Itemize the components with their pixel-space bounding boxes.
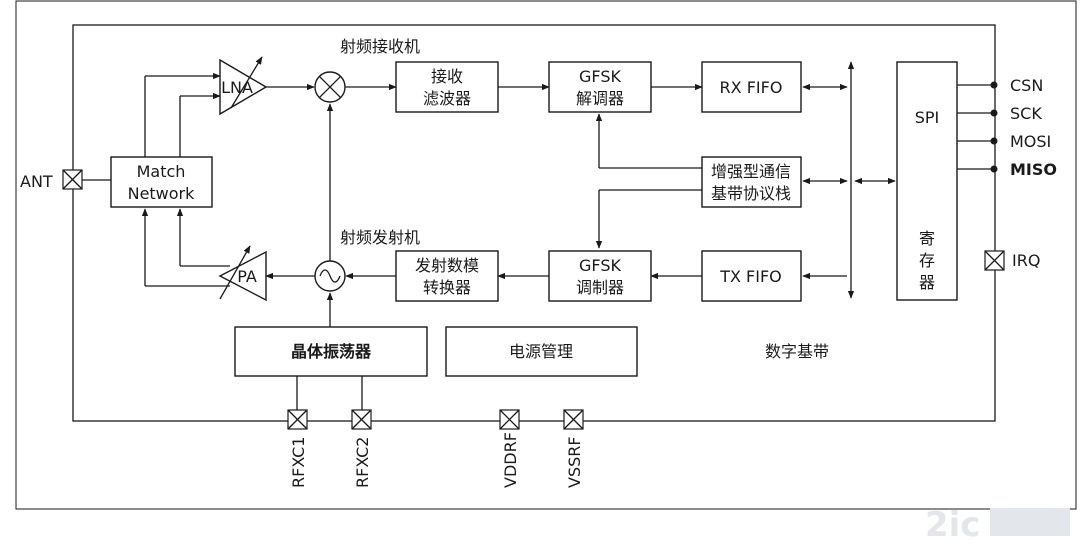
- miso-pin-label: MISO: [1010, 160, 1057, 179]
- gfsk-modulator-block: [548, 250, 652, 302]
- mixer-icon: [314, 71, 346, 103]
- power-management-block: [445, 326, 638, 377]
- lna-gain-arrow-icon: [230, 56, 263, 109]
- pa-amplifier-icon: [218, 250, 267, 302]
- tx-section-title: 射频发射机: [340, 228, 420, 247]
- rx-filter-line2: 滤波器: [423, 89, 471, 108]
- rx-filter-line1: 接收: [431, 67, 463, 86]
- gfsk-demodulator-block: [548, 61, 652, 113]
- ant-pin-icon: [62, 169, 83, 190]
- tx-fifo-label: TX FIFO: [719, 267, 782, 286]
- crystal-oscillator-label: 晶体振荡器: [291, 342, 372, 361]
- match-network-block: [110, 156, 213, 208]
- sck-pin-label: SCK: [1010, 104, 1042, 123]
- spi-register-block: [896, 61, 958, 301]
- lna-amplifier-icon: [219, 58, 268, 116]
- match-network-line1: Match: [137, 162, 186, 181]
- lna-label: LNA: [221, 78, 253, 97]
- vddrf-pin-icon: [499, 409, 520, 430]
- oscillator-icon: [314, 260, 346, 292]
- stack-line2: 基带协议栈: [711, 184, 791, 203]
- rfxc1-pin-label: RFXC1: [289, 437, 308, 488]
- pa-gain-arrow-icon: [219, 245, 251, 300]
- register-char-3: 器: [919, 273, 935, 292]
- ant-label: ANT: [20, 172, 53, 191]
- match-network-line2: Network: [128, 184, 196, 203]
- stack-line1: 增强型通信: [711, 162, 791, 181]
- register-char-2: 存: [919, 251, 935, 270]
- csn-pin-label: CSN: [1010, 76, 1043, 95]
- irq-pin-label: IRQ: [1012, 251, 1040, 270]
- csn-pin-dot: [990, 81, 998, 89]
- rx-fifo-block: [701, 61, 802, 113]
- power-management-label: 电源管理: [509, 342, 573, 361]
- dac-line1: 发射数模: [415, 256, 479, 275]
- chip-boundary: [72, 24, 996, 422]
- mod-line2: 调制器: [576, 278, 624, 297]
- dac-line2: 转换器: [423, 278, 471, 297]
- rx-section-title: 射频接收机: [340, 37, 420, 56]
- vssrf-pin-label: VSSRF: [565, 436, 584, 488]
- sck-pin-dot: [990, 109, 998, 117]
- image-border: [15, 0, 1077, 510]
- rfxc1-pin-icon: [287, 409, 308, 430]
- mosi-pin-dot: [990, 137, 998, 145]
- irq-pin-icon: [984, 250, 1005, 271]
- digital-baseband-label: 数字基带: [765, 342, 829, 361]
- demod-line1: GFSK: [579, 67, 621, 86]
- pa-label: PA: [237, 267, 257, 286]
- vddrf-pin-label: VDDRF: [501, 432, 520, 488]
- mosi-pin-label: MOSI: [1010, 132, 1051, 151]
- watermark-logo: 2ic: [925, 505, 980, 543]
- crystal-oscillator-block: [234, 326, 428, 377]
- rfxc2-pin-icon: [351, 409, 372, 430]
- register-char-1: 寄: [919, 229, 935, 248]
- demod-line2: 解调器: [576, 89, 624, 108]
- rx-filter-block: [395, 61, 499, 113]
- vssrf-pin-icon: [563, 409, 584, 430]
- watermark-block: [990, 508, 1070, 536]
- rfxc2-pin-label: RFXC2: [353, 437, 372, 488]
- miso-pin-dot: [990, 165, 998, 173]
- spi-label: SPI: [915, 108, 940, 127]
- rx-fifo-label: RX FIFO: [720, 78, 783, 97]
- protocol-stack-block: [701, 156, 802, 208]
- mod-line1: GFSK: [579, 256, 621, 275]
